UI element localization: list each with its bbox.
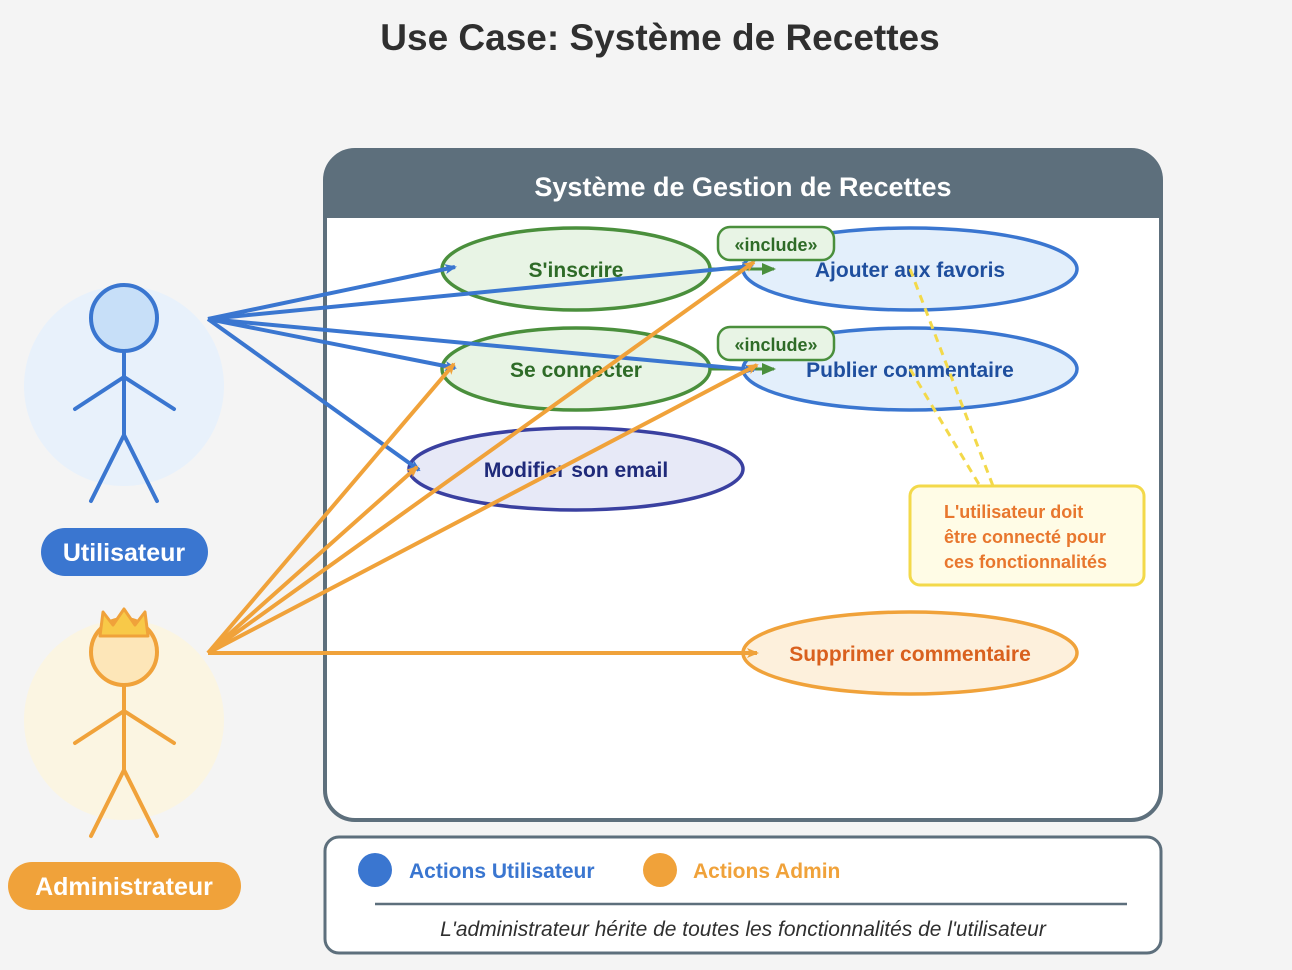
stick-figure-icon	[73, 683, 176, 838]
use-case-connecter[interactable]: Se connecter	[440, 326, 712, 412]
admin-to-connecter	[206, 362, 456, 655]
actor-label: Utilisateur	[63, 539, 186, 567]
legend-footnote: L'administrateur hérite de toutes les fo…	[440, 918, 1047, 941]
crown-icon	[98, 607, 150, 638]
use-case-modifier-email[interactable]: Modifier son email	[407, 426, 745, 512]
legend: Actions Utilisateur Actions Admin L'admi…	[323, 835, 1163, 955]
include-label: «include»	[734, 235, 817, 255]
include-label-favoris: «include»	[716, 225, 836, 262]
admin-associations	[206, 260, 759, 658]
include-label-publier: «include»	[716, 325, 836, 362]
user-to-favoris	[207, 261, 754, 321]
user-to-publier	[207, 317, 756, 375]
actor-user[interactable]: Utilisateur	[24, 283, 224, 576]
note-box: L'utilisateur doit être connecté pour ce…	[908, 484, 1146, 587]
legend-admin-label: Actions Admin	[693, 860, 840, 883]
note-connectors	[908, 268, 995, 487]
system-header	[325, 150, 1161, 218]
admin-to-publier	[207, 363, 759, 655]
admin-to-favoris	[206, 260, 756, 655]
user-to-connecter	[207, 317, 457, 371]
actor-label-badge	[8, 862, 241, 910]
note-line-3: ces fonctionnalités	[944, 552, 1107, 572]
use-case-label: S'inscrire	[529, 259, 624, 282]
legend-user-label: Actions Utilisateur	[409, 860, 595, 883]
admin-to-modifier-email	[206, 465, 419, 655]
use-case-supprimer[interactable]: Supprimer commentaire	[741, 610, 1079, 696]
actor-label: Administrateur	[35, 873, 213, 901]
user-associations	[206, 261, 756, 472]
note-line-1: L'utilisateur doit	[944, 502, 1083, 522]
actor-head	[89, 283, 159, 353]
stick-figure-icon	[73, 349, 176, 503]
include-label: «include»	[734, 335, 817, 355]
use-case-inscrire[interactable]: S'inscrire	[440, 226, 712, 312]
note-line-2: être connecté pour	[944, 527, 1106, 547]
use-case-label: Se connecter	[510, 359, 642, 382]
page-title: Use Case: Système de Recettes	[380, 17, 939, 58]
actor-label-badge	[41, 528, 208, 576]
legend-admin-dot	[643, 853, 677, 887]
actor-admin[interactable]: Administrateur	[8, 607, 241, 910]
user-to-inscrire	[207, 264, 457, 321]
system-title: Système de Gestion de Recettes	[534, 172, 951, 202]
legend-user-dot	[358, 853, 392, 887]
use-case-label: Modifier son email	[484, 459, 668, 482]
use-case-label: Supprimer commentaire	[789, 643, 1031, 666]
